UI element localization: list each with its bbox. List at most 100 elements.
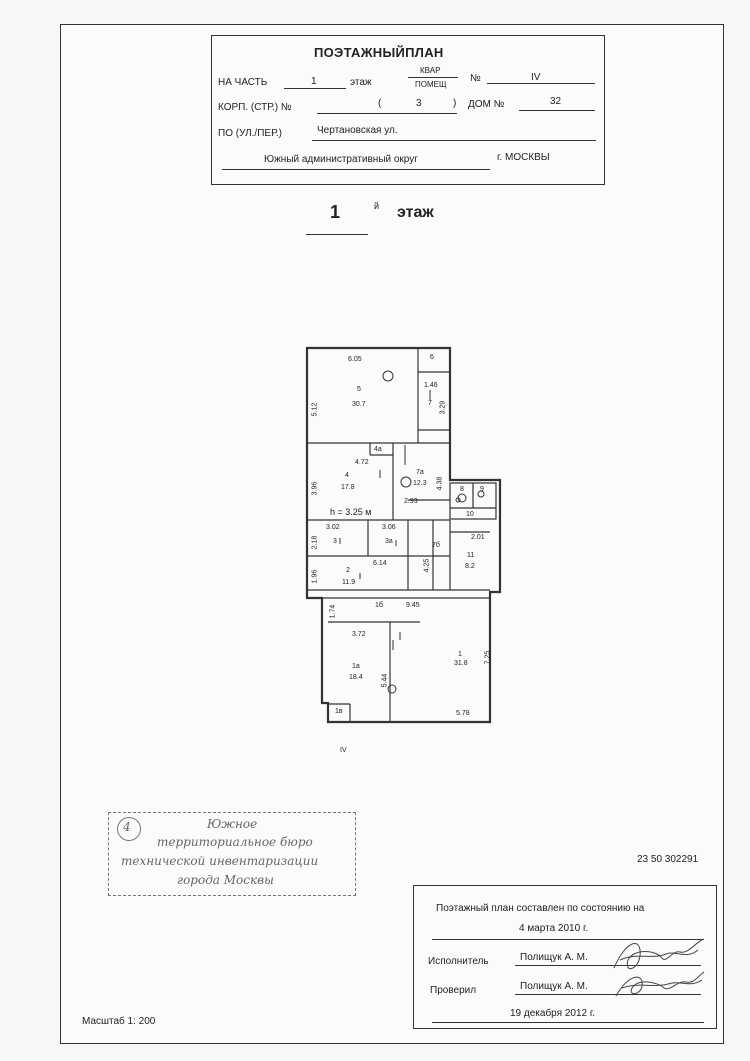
label-6-14: 6.14 xyxy=(373,560,387,567)
korp-label: КОРП. (СТР.) № xyxy=(218,102,292,113)
label-4-25: 4.25 xyxy=(423,558,431,573)
district-underline xyxy=(222,169,490,170)
label-room-11-area: 8.2 xyxy=(465,563,475,570)
stamp-line-4: города Москвы xyxy=(177,873,274,887)
signature-image xyxy=(613,939,705,997)
floor-heading-suffix: й xyxy=(374,201,380,211)
label-room-3a: 3а xyxy=(385,538,393,545)
label-room-3: 3 xyxy=(333,538,337,545)
label-2-93: 2.93 xyxy=(404,498,418,505)
label-5-12: 5.12 xyxy=(311,402,319,417)
label-room-10: 10 xyxy=(466,511,474,518)
dom-underline xyxy=(519,110,595,111)
korp-paren-close: ) xyxy=(453,98,457,109)
number-sign-label: № xyxy=(470,73,481,84)
label-4-38: 4.38 xyxy=(436,476,444,491)
stamp-line-1: Южное xyxy=(207,817,258,831)
na-chast-label: НА ЧАСТЬ xyxy=(218,77,268,88)
street-underline xyxy=(312,140,596,141)
ceiling-height: h = 3.25 м xyxy=(330,507,372,517)
label-3-72: 3.72 xyxy=(352,631,366,638)
label-9-45: 9.45 xyxy=(406,602,420,609)
label-room-7a-area: 12.3 xyxy=(413,480,427,487)
label-room-8: 8 xyxy=(460,486,464,493)
dom-label: ДОМ № xyxy=(468,99,505,110)
street-label: ПО (УЛ./ПЕР.) xyxy=(218,128,282,139)
executor-label: Исполнитель xyxy=(428,956,489,967)
kvar-label: КВАР xyxy=(420,66,441,75)
info-block: Поэтажный план составлен по состоянию на… xyxy=(413,885,717,1029)
label-room-1-area: 31.8 xyxy=(454,660,468,667)
document-number: 23 50 302291 xyxy=(637,854,699,865)
label-7-25: 7.25 xyxy=(484,650,492,665)
korp-number: 3 xyxy=(416,98,422,109)
city-name: г. МОСКВЫ xyxy=(497,152,550,163)
label-2-01: 2.01 xyxy=(471,534,485,541)
signed-date: 19 декабря 2012 г. xyxy=(510,1008,596,1019)
kvar-underline xyxy=(487,83,595,84)
compiled-date-underline xyxy=(432,939,704,940)
label-room-1a: 1а xyxy=(352,663,360,670)
label-room-2: 2 xyxy=(346,567,350,574)
floor-plan-drawing xyxy=(305,346,502,724)
label-room-5-area: 30.7 xyxy=(352,401,366,408)
floor-heading-label: этаж xyxy=(397,204,434,221)
label-room-4a: 4а xyxy=(374,446,382,453)
executor-name: Полищук А. М. xyxy=(520,952,588,963)
label-room-7b: 7б xyxy=(432,542,440,549)
stamp-badge xyxy=(117,817,141,841)
kvar-number: IV xyxy=(531,72,541,83)
label-roman-iv: IV xyxy=(340,747,347,754)
label-room-1b: 1б xyxy=(375,602,383,609)
label-room-4: 4 xyxy=(345,472,349,479)
label-3-29: 3.29 xyxy=(439,400,447,415)
stamp-line-2: территориальное бюро xyxy=(157,835,313,849)
stamp-line-3: технической инвентаризации xyxy=(121,854,319,868)
dom-number: 32 xyxy=(550,96,562,107)
stamp-badge-number: 4 xyxy=(123,820,131,834)
executor-underline xyxy=(515,965,701,966)
label-room-11: 11 xyxy=(467,552,475,559)
title-block: ПОЭТАЖНЫЙПЛАН НА ЧАСТЬ 1 этаж КВАР ПОМЕЩ… xyxy=(211,35,605,185)
label-1-74: 1.74 xyxy=(329,604,337,619)
label-room-1a-area: 18.4 xyxy=(349,674,363,681)
checker-underline xyxy=(515,994,701,995)
label-5-78: 5.78 xyxy=(456,710,470,717)
checker-label: Проверил xyxy=(430,985,477,996)
compiled-note: Поэтажный план составлен по состоянию на xyxy=(436,903,645,914)
label-3-02: 3.02 xyxy=(326,524,340,531)
floor-number: 1 xyxy=(311,76,317,87)
label-3-06: 3.06 xyxy=(382,524,396,531)
label-room-7: 7 xyxy=(428,400,432,407)
label-1-96: 1.96 xyxy=(311,569,319,584)
label-room-7a: 7а xyxy=(416,469,424,476)
scale-label: Масштаб 1: 200 xyxy=(82,1016,156,1027)
district-name: Южный административный округ xyxy=(264,154,418,165)
sheet-frame xyxy=(60,24,724,1044)
label-room-1: 1 xyxy=(458,651,462,658)
etazh-label: этаж xyxy=(350,77,372,88)
signed-date-underline xyxy=(432,1022,704,1023)
pomeshch-label: ПОМЕЩ xyxy=(415,80,447,89)
label-room-9: 9 xyxy=(480,486,484,493)
compiled-date: 4 марта 2010 г. xyxy=(519,923,589,934)
checker-name: Полищук А. М. xyxy=(520,981,588,992)
kvar-divider xyxy=(408,77,458,78)
label-room-5: 5 xyxy=(357,386,361,393)
label-3-96: 3.96 xyxy=(311,481,319,496)
label-room-2-area: 11.9 xyxy=(342,579,356,586)
label-room-4-area: 17.8 xyxy=(341,484,355,491)
label-room-1v: 1в xyxy=(335,708,343,715)
label-4-72: 4.72 xyxy=(355,459,369,466)
korp-underline xyxy=(317,113,457,114)
floor-heading-underline xyxy=(306,234,368,235)
label-room-6: 6 xyxy=(430,354,434,361)
label-1-46: 1.46 xyxy=(424,382,438,389)
plan-title: ПОЭТАЖНЫЙПЛАН xyxy=(314,45,444,60)
label-2-18: 2.18 xyxy=(311,535,319,550)
bureau-stamp: 4 Южное территориальное бюро технической… xyxy=(108,812,356,896)
label-5-44: 5.44 xyxy=(381,673,389,688)
street-name: Чертановская ул. xyxy=(317,125,398,136)
floor-underline xyxy=(284,88,346,89)
floor-heading: 1 й этаж xyxy=(300,200,500,240)
